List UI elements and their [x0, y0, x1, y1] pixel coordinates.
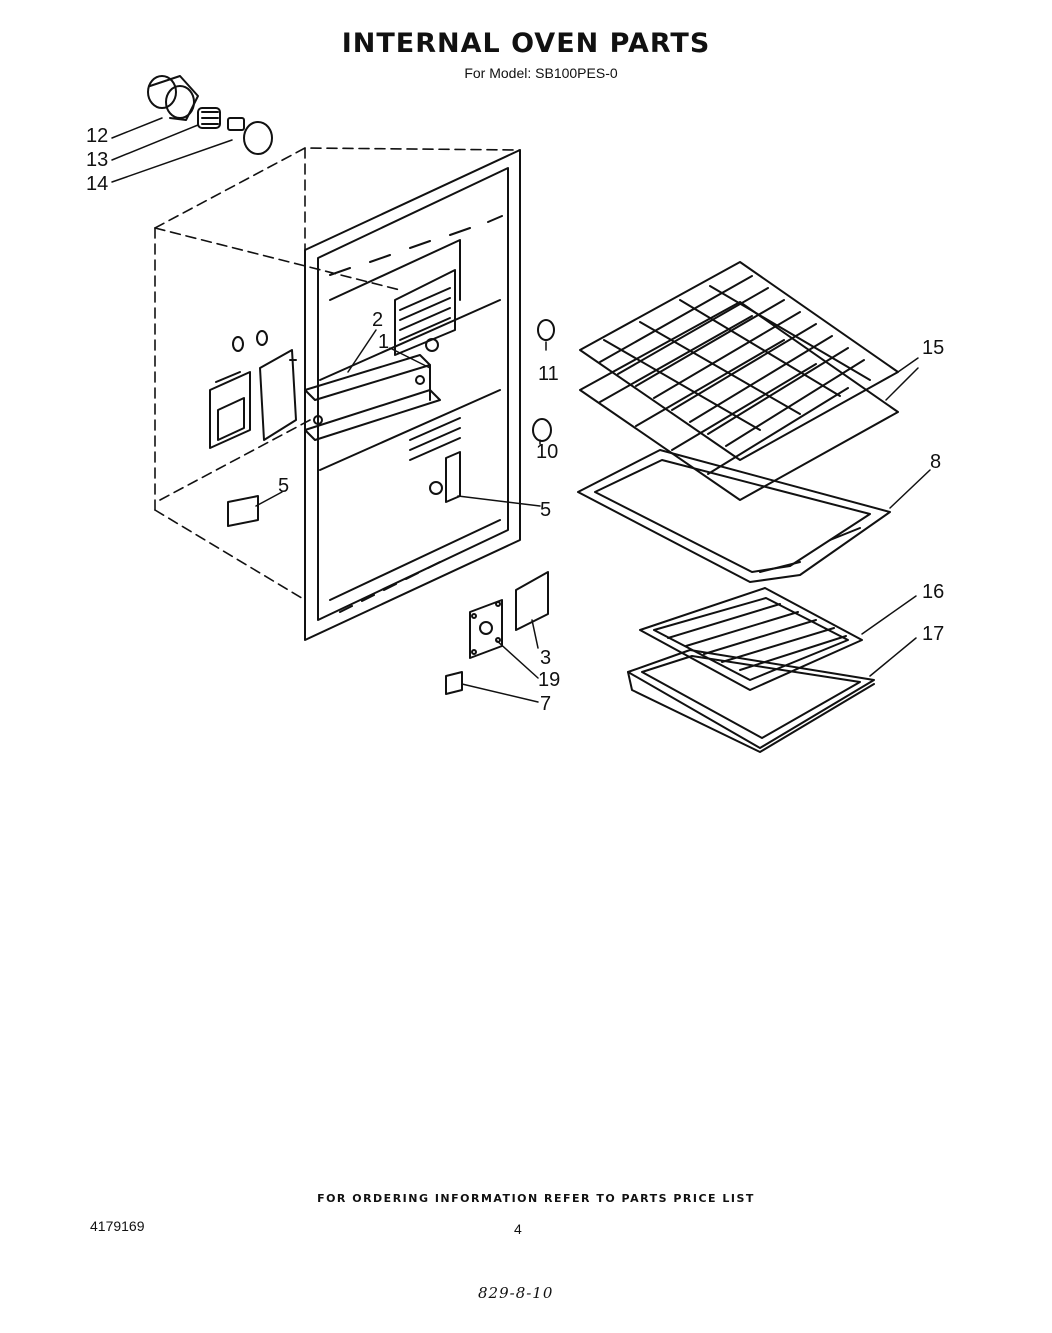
- callout-5-right: 5: [540, 499, 551, 521]
- covers-3-19-7: [445, 571, 549, 695]
- ordering-note: FOR ORDERING INFORMATION REFER TO PARTS …: [317, 1192, 755, 1205]
- leader-lines: [111, 117, 931, 703]
- light-socket-assembly: [147, 75, 273, 155]
- callout-2: 2: [372, 309, 383, 331]
- bracket-5-parts: [227, 451, 461, 527]
- callout-11: 11: [538, 363, 559, 385]
- callout-15: 15: [922, 337, 944, 359]
- broiler-grid-16: [639, 587, 863, 691]
- callout-7: 7: [540, 693, 551, 715]
- callout-13: 13: [86, 149, 108, 171]
- callout-14: 14: [86, 173, 108, 195]
- callout-numbers: 12 13 14 2 1 11 10 5 5 15 8 16 17 3 19 7: [86, 125, 944, 715]
- callout-12: 12: [86, 125, 108, 147]
- oven-racks: [579, 261, 899, 501]
- document-number: 4179169: [90, 1218, 145, 1234]
- callout-10: 10: [536, 441, 558, 463]
- oven-cabinet-outline: [154, 147, 521, 601]
- callout-3: 3: [540, 647, 551, 669]
- model-subtitle: For Model: SB100PES-0: [464, 65, 618, 81]
- callout-1: 1: [378, 331, 389, 353]
- broiler-pan-17: [627, 649, 875, 753]
- handwritten-note: 829-8-10: [478, 1284, 554, 1302]
- page-number: 4: [514, 1221, 522, 1237]
- callout-8: 8: [930, 451, 941, 473]
- callout-5-left: 5: [278, 475, 289, 497]
- oven-cavity: [304, 149, 521, 641]
- callout-16: 16: [922, 581, 944, 603]
- side-wall-details: [209, 330, 297, 449]
- rack-support-brackets: [304, 338, 441, 441]
- callout-17: 17: [922, 623, 944, 645]
- small-parts-11-10: [532, 319, 555, 442]
- page-title: INTERNAL OVEN PARTS: [341, 28, 711, 59]
- tray-8: [577, 449, 891, 583]
- callout-19: 19: [538, 669, 560, 691]
